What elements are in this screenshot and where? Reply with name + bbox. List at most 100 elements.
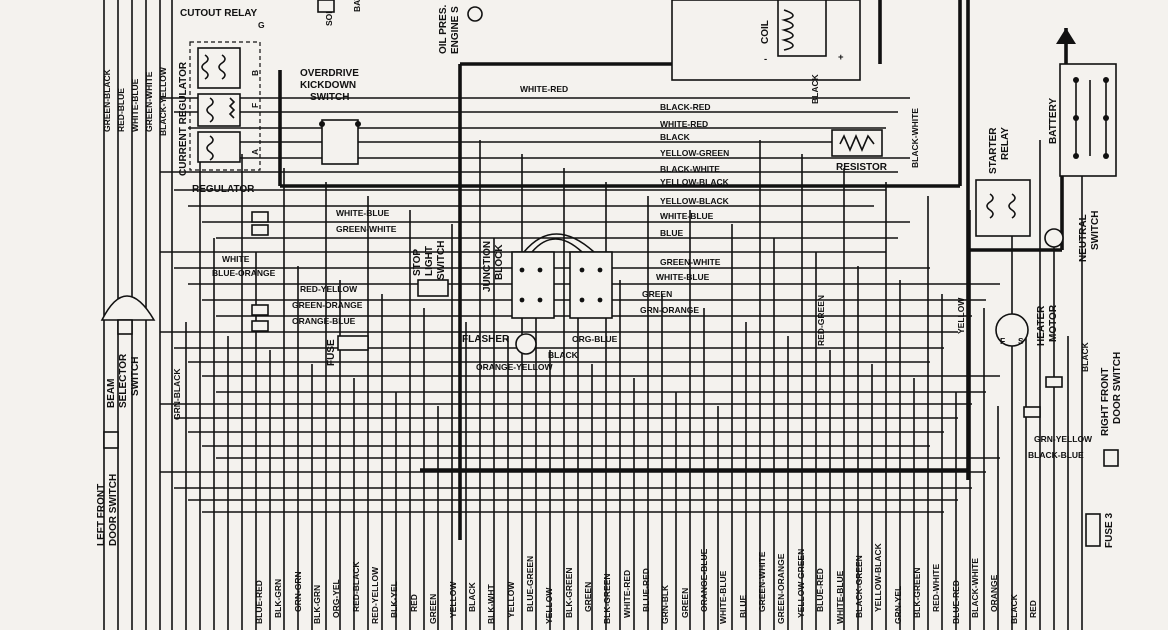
wire-labels-vertical: GREEN-BLACK RED-BLUE WHITE-BLUE GREEN-WH… — [102, 66, 1090, 420]
bottom-wire-label: BLK-GREEN — [912, 567, 922, 618]
bottom-wire-label: RED — [409, 594, 419, 612]
inline-connector — [1045, 376, 1063, 388]
heater-label-2: MOTOR — [1048, 304, 1059, 342]
heater-terminal-s: S — [1018, 336, 1024, 346]
bottom-wire-label: WHITE-RED — [622, 570, 632, 618]
fuse-3-label: FUSE 3 — [1104, 513, 1115, 548]
beam-selector-switch: BEAM SELECTOR SWITCH — [100, 295, 156, 408]
wire-label-yellow-v: YELLOW — [956, 297, 966, 334]
wire-label-grn-orange-jb: GRN-ORANGE — [640, 305, 699, 315]
stop-label-2: LIGHT — [424, 246, 435, 276]
right-door-label-1: RIGHT FRONT — [1100, 368, 1111, 436]
junction-label-1: JUNCTION — [482, 241, 493, 292]
cutout-relay-label: CUTOUT RELAY — [180, 8, 258, 19]
wire-label-white-blue-r: WHITE-BLUE — [660, 211, 714, 221]
bottom-wire-label: BLK-GRN — [273, 579, 283, 618]
bottom-wire-label: GREEN — [680, 588, 690, 618]
junction-block: JUNCTION BLOCK — [482, 233, 613, 319]
wire-label-black-red: BLACK-RED — [660, 102, 711, 112]
bottom-wire-label: BLK-YEL — [389, 581, 399, 618]
stop-label-1: STOP — [412, 249, 423, 276]
fuse-left: FUSE — [326, 335, 369, 366]
ignition-coil: COIL - + BLACK — [671, 0, 861, 104]
wire-label-black-heater: BLACK — [1080, 341, 1090, 372]
wire-label-white-blue-jb: WHITE-BLUE — [656, 272, 710, 282]
neutral-label-1: NEUTRAL — [1078, 214, 1089, 262]
starter-relay-label-1: STARTER — [988, 127, 999, 174]
sol-label: SOL — [324, 9, 334, 26]
regulator: B F A CURRENT REGULATOR REGULATOR CUTOUT… — [178, 8, 265, 195]
right-front-door-switch: RIGHT FRONT DOOR SWITCH — [1100, 352, 1123, 467]
bottom-wire-label: YELLOW-BLACK — [873, 542, 883, 612]
bottom-wire-label: BLUE-RED — [641, 568, 651, 612]
battery-label: BATTERY — [1048, 98, 1059, 144]
resistor: RESISTOR — [831, 129, 888, 173]
heater-motor: F S HEATER MOTOR — [995, 304, 1059, 347]
left-door-label-2: DOOR SWITCH — [108, 474, 119, 546]
wire-label-green-white-jb: GREEN-WHITE — [660, 257, 721, 267]
inline-connector — [251, 224, 269, 236]
bottom-wire-label: BLUE-RED — [951, 580, 961, 624]
bottom-wire-label: BLACK — [1009, 593, 1019, 624]
junction-label-2: BLOCK — [494, 244, 505, 280]
wire-label-red-blue: RED-BLUE — [116, 88, 126, 132]
inline-connector — [251, 304, 269, 316]
bottom-wire-label: RED-YELLOW — [370, 566, 380, 624]
wire-label-white-blue-mid: WHITE-BLUE — [336, 208, 390, 218]
wire-label-green-white-v: GREEN-WHITE — [144, 71, 154, 132]
wire-label-grn-black-v: GRN-BLACK — [172, 368, 182, 420]
wire-label-blue-orange: BLUE-ORANGE — [212, 268, 276, 278]
wire-label-yellow-black-1: YELLOW-BLACK — [660, 177, 730, 187]
bottom-wire-label: BLACK-WHITE — [970, 558, 980, 618]
wire-label-red-yellow: RED-YELLOW — [300, 284, 358, 294]
wire-label-green-orange: GREEN-ORANGE — [292, 300, 363, 310]
bottom-wire-label: ORANGE — [989, 574, 999, 612]
wire-label-orange-yellow: ORANGE-YELLOW — [476, 362, 553, 372]
stop-light-switch: STOP LIGHT SWITCH — [412, 241, 449, 297]
bottom-wire-label: GRN-BLK — [660, 584, 670, 624]
bottom-wire-label: BLK-WHT — [486, 584, 496, 624]
bottom-wire-label: WHITE-BLUE — [835, 570, 845, 624]
bottom-wire-label: BLK-GREEN — [602, 573, 612, 624]
bottom-wire-label: BLK-GREEN — [564, 567, 574, 618]
wire-label-org-blue: ORG-BLUE — [572, 334, 618, 344]
bottom-wire-label: GREEN-WHITE — [757, 551, 767, 612]
overdrive-kickdown-switch: OVERDRIVE KICKDOWN SWITCH — [300, 68, 361, 165]
bottom-wire-label: GREEN — [428, 594, 438, 624]
neutral-switch: NEUTRAL SWITCH — [1044, 211, 1101, 262]
bottom-wire-label: RED-BLACK — [351, 561, 361, 612]
bottom-wire-label: BLUE-RED — [815, 568, 825, 612]
oil-pressure-label-2: ENGINE S — [450, 6, 461, 54]
resistor-label: RESISTOR — [836, 162, 888, 173]
bottom-wire-label: BLUE — [738, 595, 748, 618]
starter-relay-label-2: RELAY — [1000, 127, 1011, 160]
terminal-b-label: B — [250, 70, 260, 76]
bat-label: BAT — [352, 0, 362, 12]
bottom-wire-label: ORANGE-BLUE — [699, 548, 709, 612]
wire-label-green-jb: GREEN — [642, 289, 672, 299]
bottom-wire-label: BLK-GRN — [312, 585, 322, 624]
current-regulator-label: CURRENT REGULATOR — [178, 61, 189, 176]
wire-label-white-red-top: WHITE-RED — [520, 84, 568, 94]
wire-label-grn-yellow: GRN-YELLOW — [1034, 434, 1093, 444]
bottom-wire-label: GREEN — [583, 582, 593, 612]
stop-label-3: SWITCH — [436, 241, 447, 280]
wire-label-yellow-green: YELLOW-GREEN — [660, 148, 729, 158]
beam-label-3: SWITCH — [130, 357, 141, 396]
bottom-wire-label: BLACK — [467, 581, 477, 612]
bottom-wire-label: YELLOW — [448, 581, 458, 618]
bottom-wire-label: WHITE-BLUE — [718, 570, 728, 624]
fuse-3: FUSE 3 — [1085, 513, 1115, 548]
wire-label-white-red: WHITE-RED — [660, 119, 708, 129]
inline-connector — [251, 211, 269, 223]
bottom-wire-label: GREEN-ORANGE — [776, 553, 786, 624]
bottom-wire-label: RED-WHITE — [931, 564, 941, 612]
coil-minus: - — [764, 54, 767, 65]
flasher: FLASHER — [462, 333, 537, 355]
beam-label-1: BEAM — [106, 379, 117, 408]
neutral-label-2: SWITCH — [1090, 211, 1101, 250]
starter-solenoid-top: SOL BAT — [317, 0, 362, 26]
bottom-wire-label: YELLOW-GREEN — [796, 549, 806, 618]
bottom-wire-label: YELLOW — [544, 587, 554, 624]
wire-label-black-blue: BLACK-BLUE — [1028, 450, 1084, 460]
